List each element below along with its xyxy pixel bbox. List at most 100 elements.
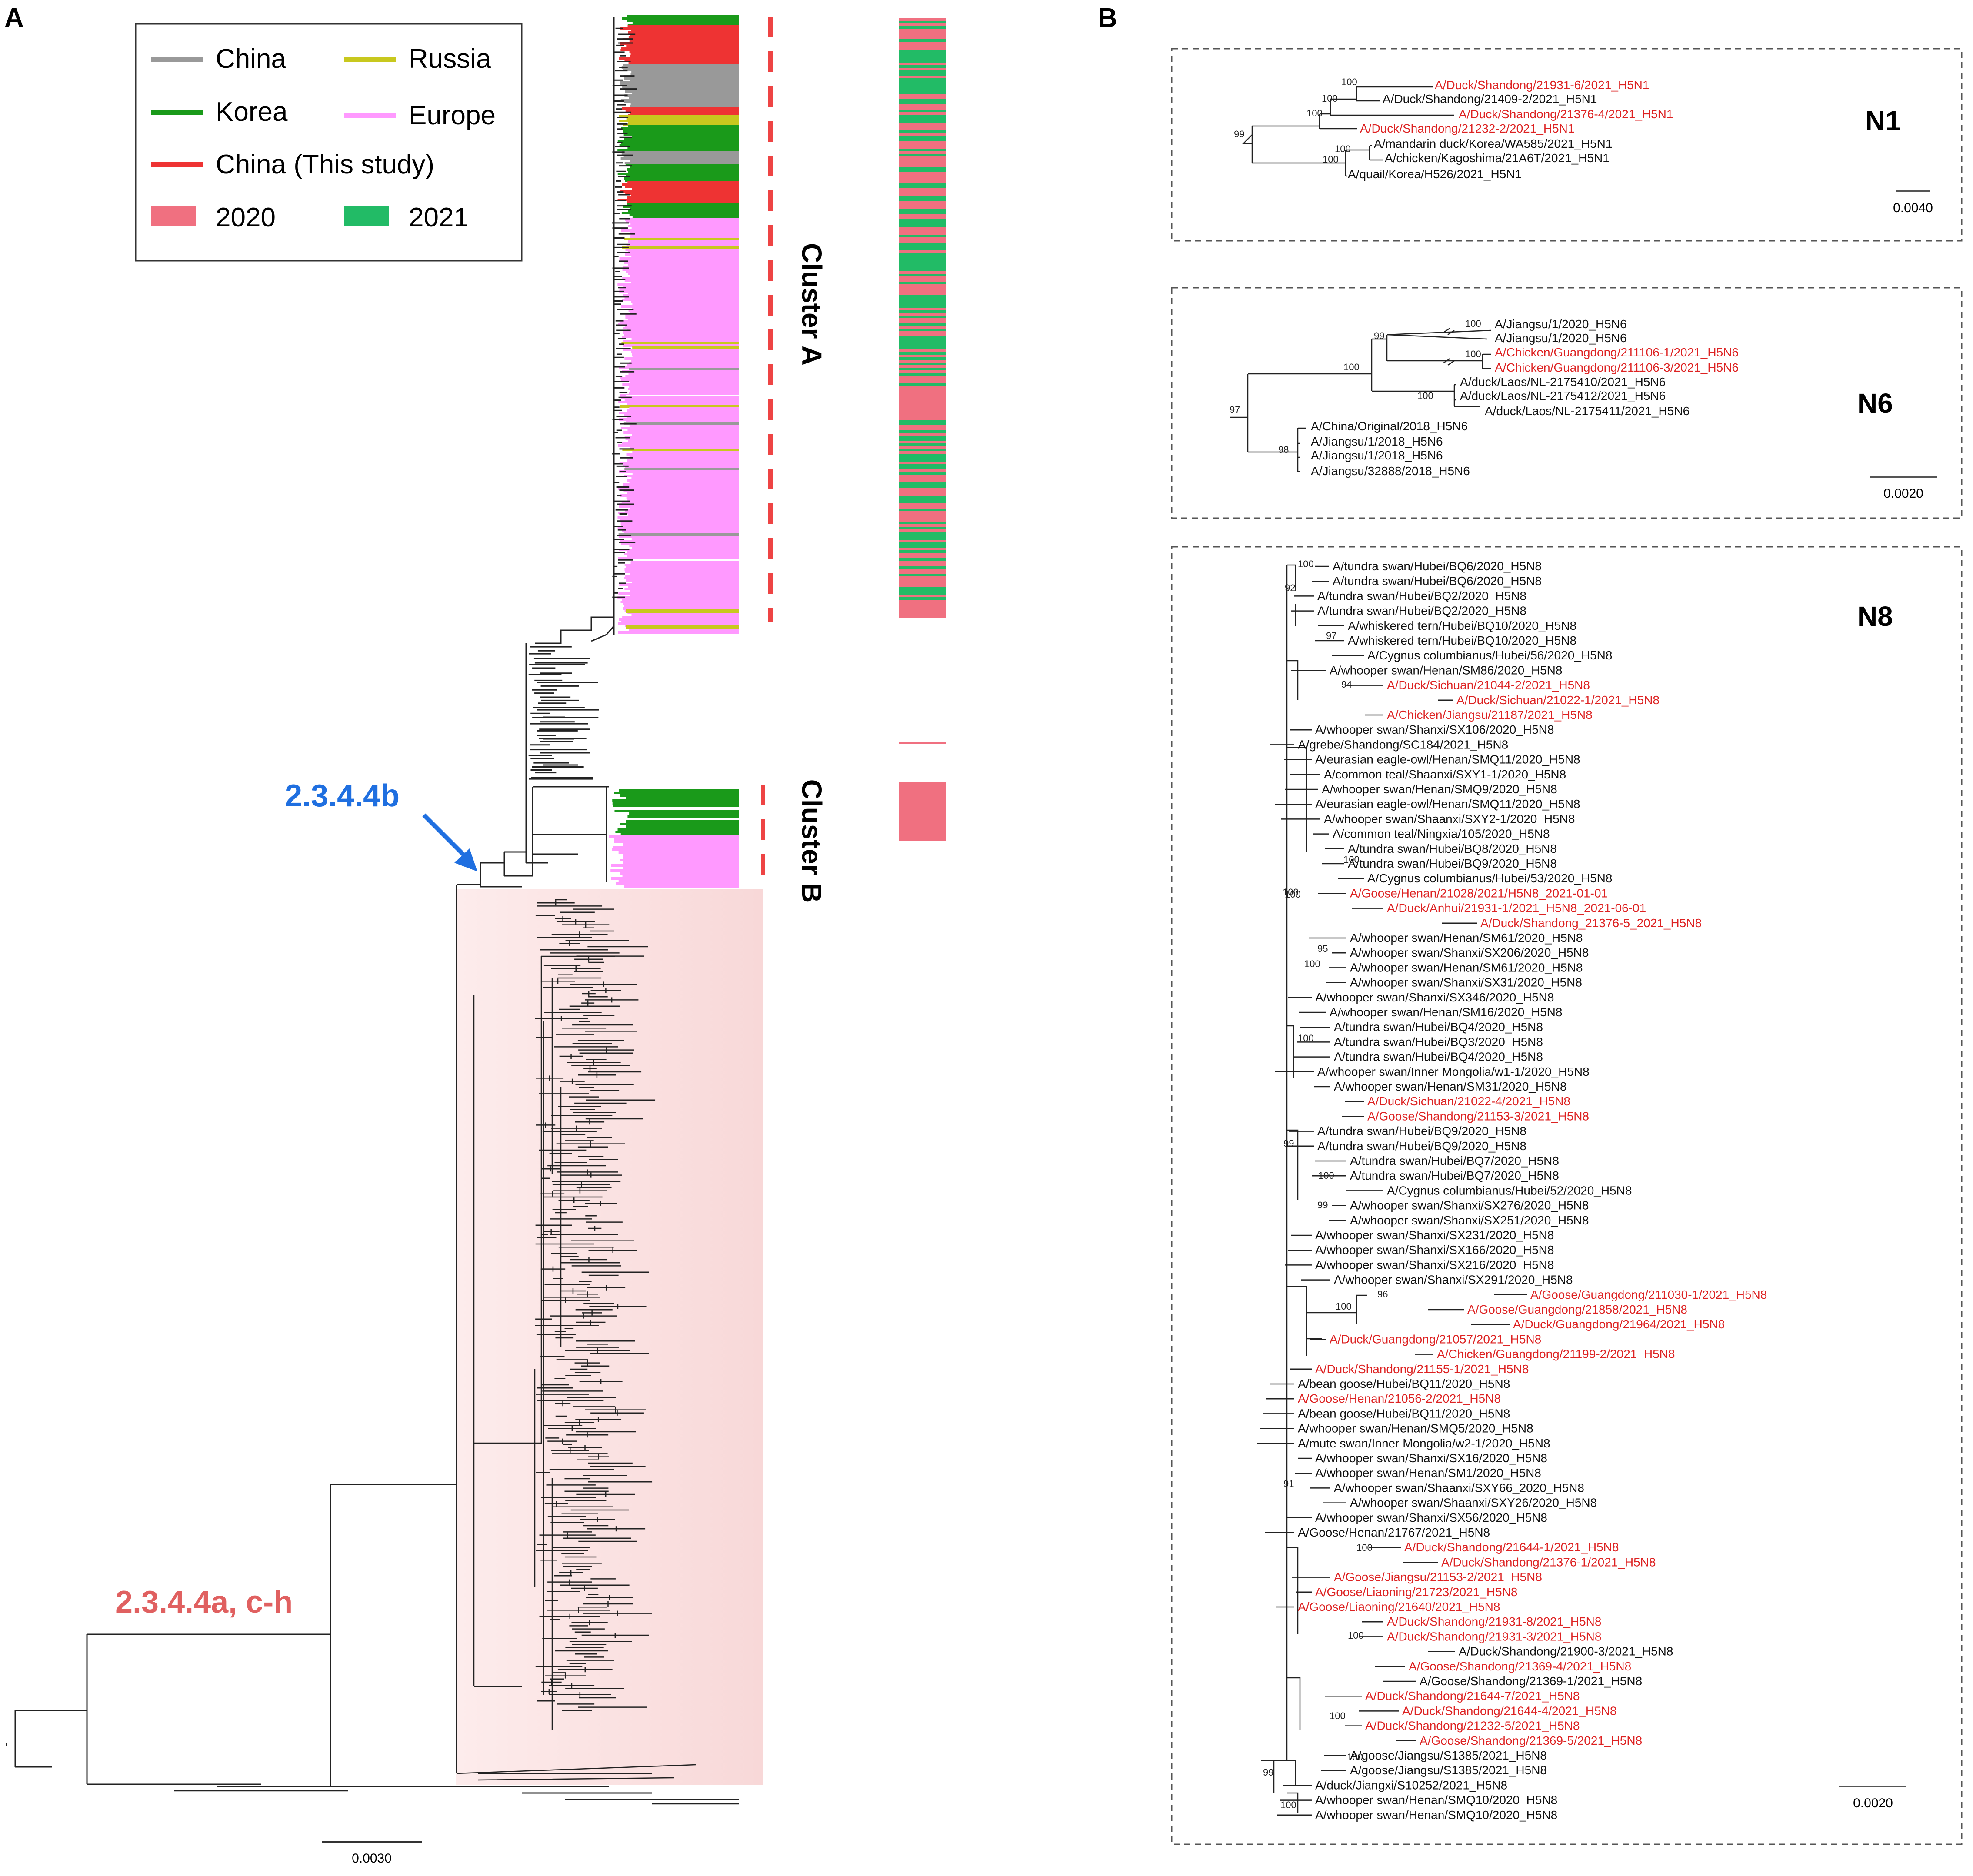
branch [1306,1294,1367,1340]
year-cell [899,368,946,370]
taxon-label: A/Chicken/Jiangsu/21187/2021_H5N8 [1387,708,1593,722]
clade-other-shade [456,889,763,1785]
taxon-label: A/Cygnus columbianus/Hubei/53/2020_H5N8 [1367,871,1612,885]
taxon-label: A/tundra swan/Hubei/BQ4/2020_H5N8 [1334,1020,1543,1034]
taxon-label: A/Duck/Shandong/21376-1/2021_H5N8 [1441,1555,1656,1569]
year-cell [899,415,946,417]
year-cell [899,183,946,185]
year-cell [899,373,946,376]
year-cell [899,352,946,355]
n1-scale-label: 0.0040 [1893,201,1933,215]
taxon-label: A/Goose/Guangdong/21858/2021_H5N8 [1467,1303,1687,1316]
year-cell [899,206,946,209]
taxon-label: A/Cygnus columbianus/Hubei/52/2020_H5N8 [1387,1184,1632,1197]
year-cell [899,409,946,412]
taxon-label: A/tundra swan/Hubei/BQ8/2020_H5N8 [1348,842,1557,855]
taxon-label: A/Goose/Henan/21056-2/2021_H5N8 [1298,1392,1501,1405]
taxon-label: A/common teal/Ningxia/105/2020_H5N8 [1333,827,1550,841]
year-cell [899,136,946,138]
year-cell [899,422,946,425]
year-cell [899,610,946,613]
year-cell [899,608,946,610]
year-cell [899,300,946,303]
year-cell [899,175,946,177]
year-cell [899,360,946,363]
year-cell [899,454,946,456]
taxon-label: A/whooper swan/Shaanxi/SXY66_2020_H5N8 [1334,1481,1584,1494]
year-cell [899,391,946,394]
year-cell [899,232,946,235]
year-cell [899,566,946,569]
taxon-label: A/goose/Jiangsu/S1385/2021_H5N8 [1350,1763,1547,1777]
year-cell [899,376,946,378]
year-cell [899,201,946,203]
bootstrap-value: 100 [1322,93,1338,104]
year-cell [899,243,946,245]
year-cell [899,263,946,266]
year-cell [899,125,946,128]
tree-a-lower-clades [174,899,739,1805]
taxon-label: A/Goose/Guangdong/211030-1/2021_H5N8 [1530,1288,1767,1301]
year-cell [899,485,946,488]
year-cell [899,230,946,232]
year-cell [899,68,946,70]
taxon-label: A/Goose/Shandong/21369-4/2021_H5N8 [1409,1660,1631,1673]
bootstrap-value: 96 [1377,1289,1388,1300]
year-cell [899,378,946,381]
branch [478,1773,652,1794]
year-cell [899,451,946,454]
taxon-label: A/mute swan/Inner Mongolia/w2-1/2020_H5N… [1298,1437,1550,1450]
year-cell [899,386,946,389]
year-cell [899,308,946,310]
year-cell [899,493,946,496]
year-cell [899,595,946,597]
year-cell [899,76,946,78]
year-cell [899,120,946,123]
year-cell [899,250,946,253]
taxon-label: A/tundra swan/Hubei/BQ6/2020_H5N8 [1333,559,1542,573]
year-cell [899,276,946,279]
taxon-label: A/duck/Laos/NL-2175410/2021_H5N6 [1460,375,1666,389]
year-cell [899,237,946,240]
year-cell [899,102,946,104]
year-heatmap-strip-cluster-a [899,18,946,618]
year-cell [899,571,946,574]
taxon-label: A/whooper swan/Shanxi/SX291/2020_H5N8 [1334,1273,1573,1287]
year-cell [899,279,946,282]
branch [543,716,578,766]
year-cell [899,39,946,42]
year-cell [899,592,946,595]
taxon-label: A/whooper swan/Henan/SM16/2020_H5N8 [1330,1005,1562,1019]
year-cell [899,23,946,26]
year-cell [899,219,946,222]
year-cell [899,537,946,540]
year-cell [899,295,946,297]
taxon-label: A/Duck/Shandong/21409-2/2021_H5N1 [1383,92,1597,106]
year-cell [899,511,946,514]
year-cell [899,355,946,357]
legend-item-russia: Russia [344,44,491,74]
bootstrap-value: 100 [1280,1799,1296,1810]
bootstrap-value: 100 [1347,1752,1363,1763]
bootstrap-value: 100 [1417,390,1433,401]
bootstrap-value: 100 [1343,362,1360,373]
year-cell [899,107,946,110]
year-cell [899,344,946,347]
year-cell [899,167,946,170]
branch [1248,427,1306,472]
taxon-label: A/bean goose/Hubei/BQ11/2020_H5N8 [1298,1377,1510,1390]
year-cell [899,287,946,289]
year-cell [899,104,946,107]
year-cell [899,323,946,326]
year-cell [899,274,946,276]
year-cell [899,342,946,344]
year-cell [899,143,946,146]
year-cell [899,154,946,156]
year-cell [899,475,946,477]
year-cell [899,266,946,269]
year-cell [899,550,946,553]
panel-a-scale-label: 0.0030 [352,1851,392,1866]
taxon-label: A/Duck/Shandong/21644-4/2021_H5N8 [1402,1704,1616,1717]
branch [1261,565,1288,1793]
